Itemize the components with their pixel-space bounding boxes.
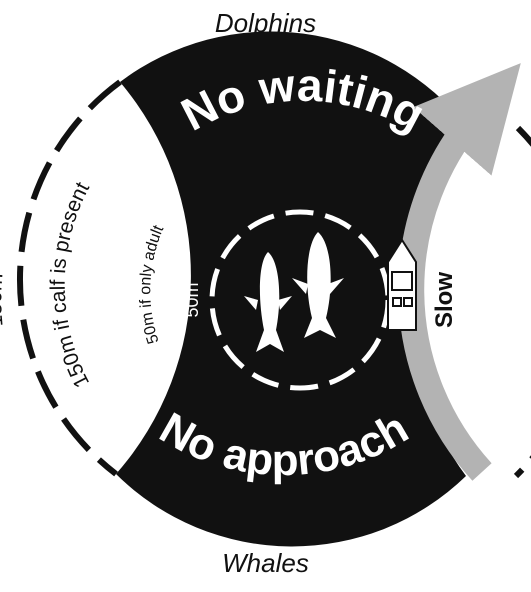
- zone-label-slow: Slow: [431, 272, 458, 328]
- distance-label-calf: 150m if calf is present: [47, 178, 95, 391]
- distance-label-inner: 50m: [182, 282, 202, 317]
- distance-label-outer: 150m: [0, 272, 8, 327]
- distance-label-adult: 50m if only adult: [137, 222, 167, 345]
- outer-boundary-left: [20, 82, 120, 474]
- outer-boundary-right: [516, 128, 531, 476]
